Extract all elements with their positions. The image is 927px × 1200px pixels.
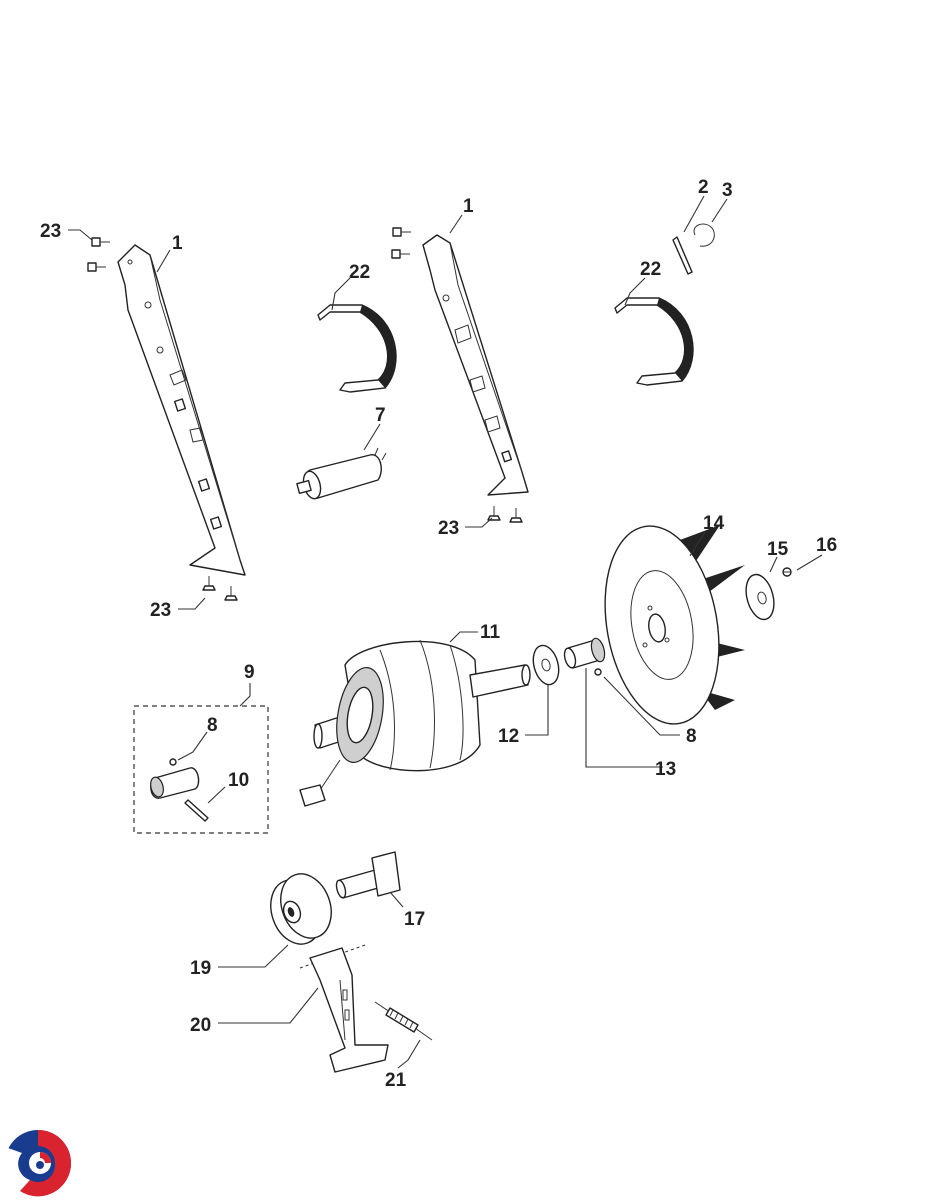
leader-lines — [68, 195, 823, 1069]
label-10: 10 — [228, 770, 249, 791]
idler-arm-bracket — [299, 944, 389, 1073]
cotter-pin — [672, 236, 693, 275]
label-7: 7 — [375, 405, 386, 426]
left-mounting-bracket — [117, 244, 246, 576]
retaining-clip — [693, 223, 715, 247]
brand-swirl-logo-icon — [4, 1130, 72, 1197]
label-3: 3 — [722, 180, 733, 201]
label-23-bottom-left: 23 — [150, 600, 171, 621]
tension-spring — [374, 1001, 433, 1041]
thrust-washer — [532, 644, 560, 686]
fan-screw — [782, 567, 792, 577]
label-19: 19 — [190, 958, 211, 979]
idler-shaft — [335, 851, 401, 899]
label-8-left: 8 — [207, 715, 218, 736]
middle-mounting-bracket — [422, 234, 529, 496]
label-20: 20 — [190, 1015, 211, 1036]
label-23-middle: 23 — [438, 518, 459, 539]
capacitor — [296, 447, 387, 500]
label-2: 2 — [698, 177, 709, 198]
label-22-left: 22 — [349, 262, 370, 283]
motor-clamp-left — [317, 304, 397, 393]
callout-labels: 23 1 23 1 23 22 22 2 3 7 11 14 15 16 12 … — [40, 177, 837, 1091]
label-17: 17 — [404, 909, 425, 930]
label-14: 14 — [703, 513, 725, 534]
screw-set-left-bottom — [202, 576, 238, 601]
idler-pulley — [270, 873, 332, 945]
shaft-adapter-kit-box — [133, 705, 269, 834]
motor-clamp-right — [614, 297, 694, 386]
screw-set-middle-top — [391, 227, 411, 259]
set-screw-8-right — [594, 668, 602, 676]
label-22-right: 22 — [640, 259, 661, 280]
label-16: 16 — [816, 535, 837, 556]
label-21: 21 — [385, 1070, 407, 1091]
label-9: 9 — [244, 662, 255, 683]
label-8-right: 8 — [686, 726, 697, 747]
fan-hub-coupling — [563, 637, 606, 669]
label-1-left: 1 — [172, 233, 183, 254]
blower-fan-wheel — [604, 525, 745, 725]
label-23-top-left: 23 — [40, 221, 61, 242]
label-13: 13 — [655, 759, 676, 780]
fan-retaining-washer — [745, 573, 775, 621]
screw-set-middle-bottom — [487, 506, 523, 523]
screw-set-left-top — [87, 237, 110, 272]
drive-motor — [299, 639, 531, 807]
label-15: 15 — [767, 539, 789, 560]
label-1-middle: 1 — [463, 196, 474, 217]
label-12: 12 — [498, 726, 519, 747]
label-11: 11 — [480, 622, 501, 643]
